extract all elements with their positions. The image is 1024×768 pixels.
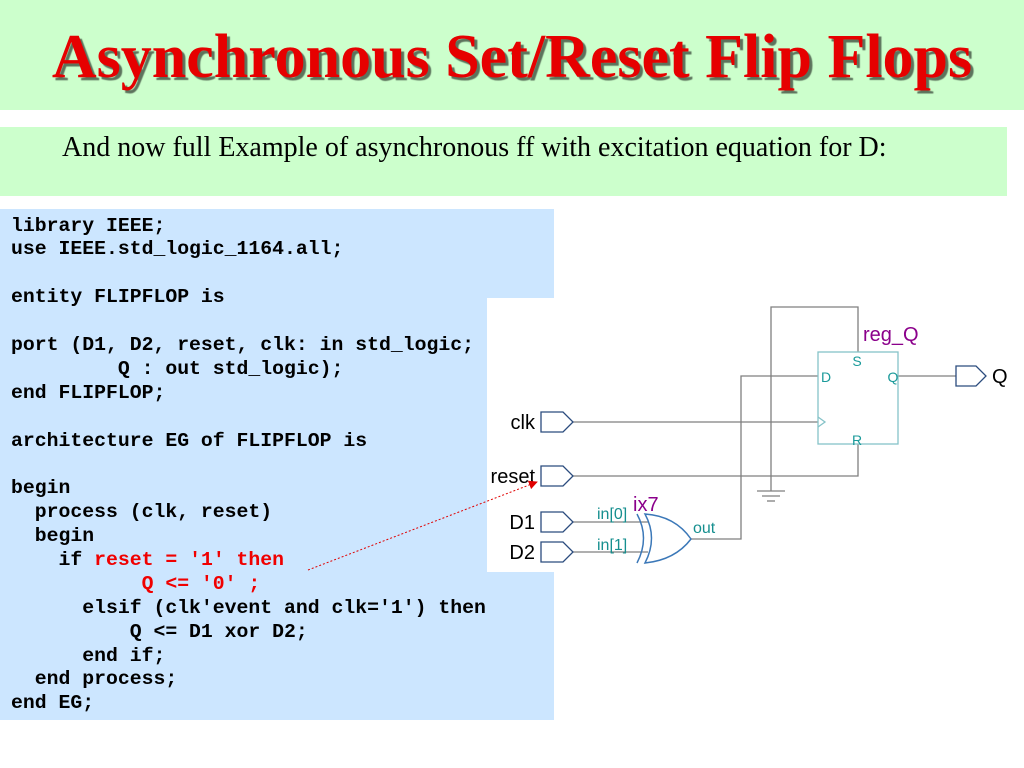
xor-gate: ix7 in[0] in[1] out <box>597 494 716 564</box>
code-line: Q : out std_logic); <box>11 358 554 382</box>
input-port-d1 <box>540 511 574 533</box>
subtitle-box: And now full Example of asynchronous ff … <box>0 127 1007 196</box>
pin-label-output: Q <box>888 369 899 385</box>
code-line: end if; <box>11 645 554 669</box>
code-line: begin <box>11 477 554 501</box>
title-bar: Asynchronous Set/Reset Flip Flops <box>0 0 1024 110</box>
code-line: architecture EG of FLIPFLOP is <box>11 430 554 454</box>
code-line: process (clk, reset) <box>11 501 554 525</box>
code-text: use IEEE.std_logic_1164.all; <box>11 238 344 261</box>
code-line: if reset = '1' then <box>11 549 554 573</box>
xor-pin-in0: in[0] <box>597 506 627 523</box>
code-text: begin <box>11 525 95 548</box>
input-ports <box>540 411 574 563</box>
pin-label-set: S <box>852 353 861 369</box>
annotation-arrow <box>307 480 538 571</box>
input-port-d2 <box>540 541 574 563</box>
code-text: port (D1, D2, reset, clk: in std_logic; <box>11 333 474 356</box>
code-text: Q <= D1 xor D2; <box>11 620 308 643</box>
output-port-q <box>955 365 987 387</box>
code-line: end EG; <box>11 692 554 716</box>
port-label-q: Q <box>992 366 1008 388</box>
code-text: end FLIPFLOP; <box>11 381 166 404</box>
code-line: library IEEE; <box>11 215 554 239</box>
xor-instance-label: ix7 <box>633 494 659 516</box>
flipflop: S D Q R reg_Q <box>817 324 919 448</box>
port-label-d1: D1 <box>509 512 535 534</box>
code-line: end process; <box>11 668 554 692</box>
code-text: if <box>11 548 95 571</box>
wire-reset <box>573 444 859 477</box>
code-text: library IEEE; <box>11 214 166 237</box>
code-text: begin <box>11 477 71 500</box>
code-line: begin <box>11 525 554 549</box>
wire-xor-to-d <box>691 375 818 540</box>
port-label-clk: clk <box>511 412 536 434</box>
code-text: Q : out std_logic); <box>11 357 344 380</box>
code-line: use IEEE.std_logic_1164.all; <box>11 238 554 262</box>
code-line: Q <= '0' ; <box>11 573 554 597</box>
code-line: end FLIPFLOP; <box>11 382 554 406</box>
code-text: entity FLIPFLOP is <box>11 286 225 309</box>
input-port-clk <box>540 411 574 433</box>
ground-icon <box>757 490 785 502</box>
wire-set-to-ground <box>770 306 859 491</box>
code-text: architecture EG of FLIPFLOP is <box>11 429 368 452</box>
code-text: end process; <box>11 668 178 691</box>
input-port-reset <box>540 465 574 487</box>
code-line: elsif (clk'event and clk='1') then <box>11 597 554 621</box>
flipflop-instance-label: reg_Q <box>863 324 919 346</box>
xor-pin-in1: in[1] <box>597 537 627 554</box>
code-listing: library IEEE; use IEEE.std_logic_1164.al… <box>0 209 554 720</box>
pin-label-reset: R <box>852 432 862 448</box>
pin-label-data: D <box>821 369 831 385</box>
code-text: end EG; <box>11 692 95 715</box>
code-line: port (D1, D2, reset, clk: in std_logic; <box>11 334 554 358</box>
xor-gate-icon <box>636 513 692 564</box>
code-text: end if; <box>11 644 166 667</box>
code-highlight: reset = '1' then <box>94 548 285 571</box>
wires <box>573 306 956 553</box>
code-line: entity FLIPFLOP is <box>11 286 554 310</box>
code-text: elsif (clk'event and clk='1') then <box>11 596 486 619</box>
code-line: Q <= D1 xor D2; <box>11 621 554 645</box>
port-label-d2: D2 <box>509 542 535 564</box>
xor-pin-out: out <box>693 520 716 537</box>
code-highlight: Q <= '0' ; <box>11 572 261 595</box>
diagram-canvas <box>487 298 1024 572</box>
clock-triangle-icon <box>817 416 827 428</box>
slide-title: Asynchronous Set/Reset Flip Flops <box>51 23 973 91</box>
slide-subtitle: And now full Example of asynchronous ff … <box>62 132 887 163</box>
port-label-reset: reset <box>491 466 536 488</box>
flipflop-body <box>817 351 899 445</box>
code-text: process (clk, reset) <box>11 501 273 524</box>
